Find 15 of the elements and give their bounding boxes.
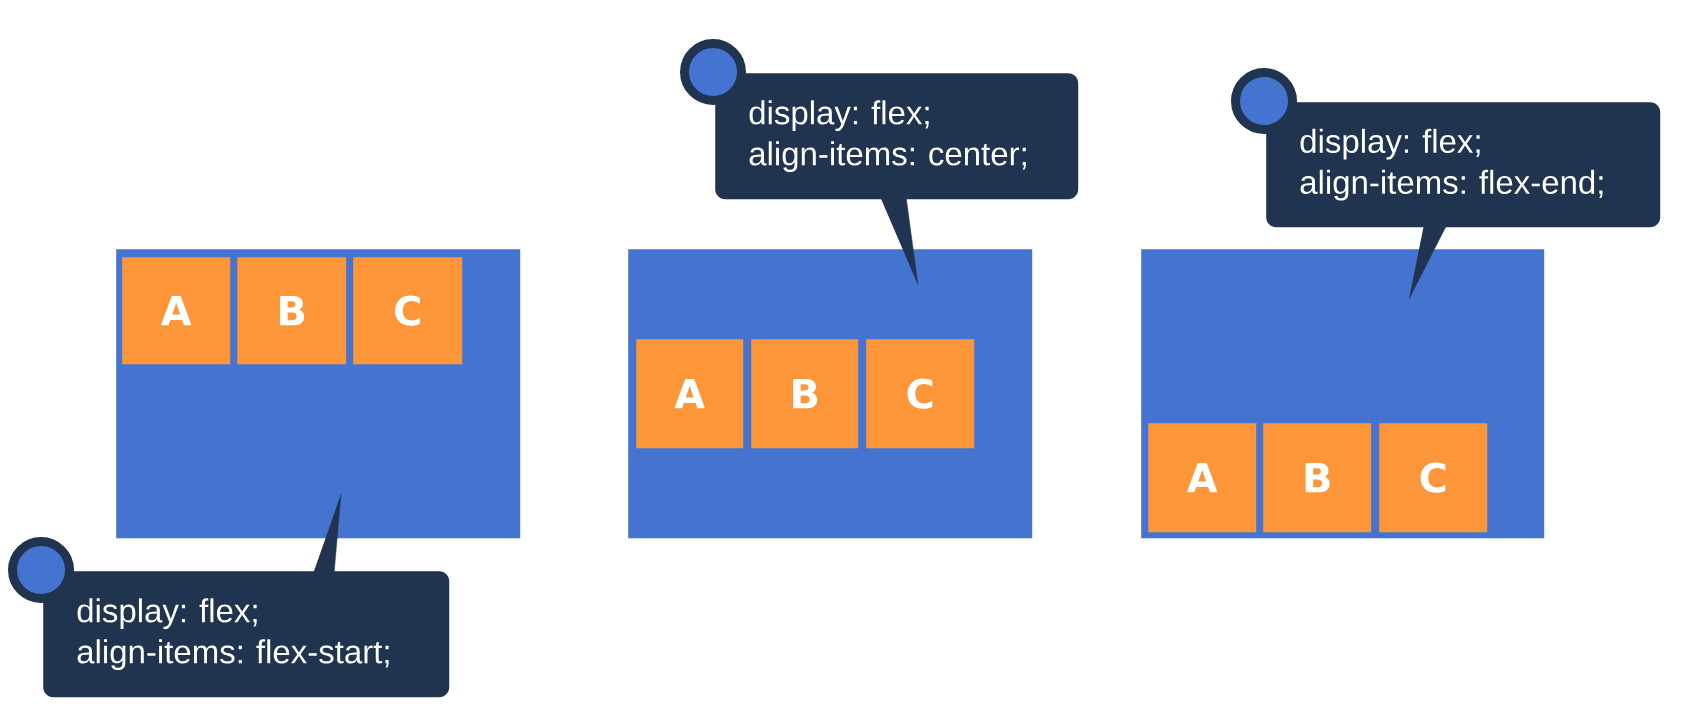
callout-pointer xyxy=(879,196,919,286)
flex-item-box: B xyxy=(237,257,347,365)
flex-item-box: C xyxy=(1379,423,1488,533)
callout-bubble: display: flex; align-items: center; xyxy=(715,73,1079,200)
flex-item-box: B xyxy=(1263,423,1372,533)
flex-item-box: A xyxy=(122,257,231,365)
flex-item-box: A xyxy=(636,339,744,449)
flex-item-box: A xyxy=(1148,423,1257,533)
callout-bubble: display: flex; align-items: flex-start; xyxy=(43,571,450,698)
flex-item-box: B xyxy=(751,339,859,449)
callout-pointer xyxy=(312,493,342,575)
callout-bubble: display: flex; align-items: flex-end; xyxy=(1266,102,1661,228)
callout-pointer xyxy=(1408,224,1448,300)
flex-item-box: C xyxy=(353,257,463,365)
flex-item-box: C xyxy=(866,339,975,449)
